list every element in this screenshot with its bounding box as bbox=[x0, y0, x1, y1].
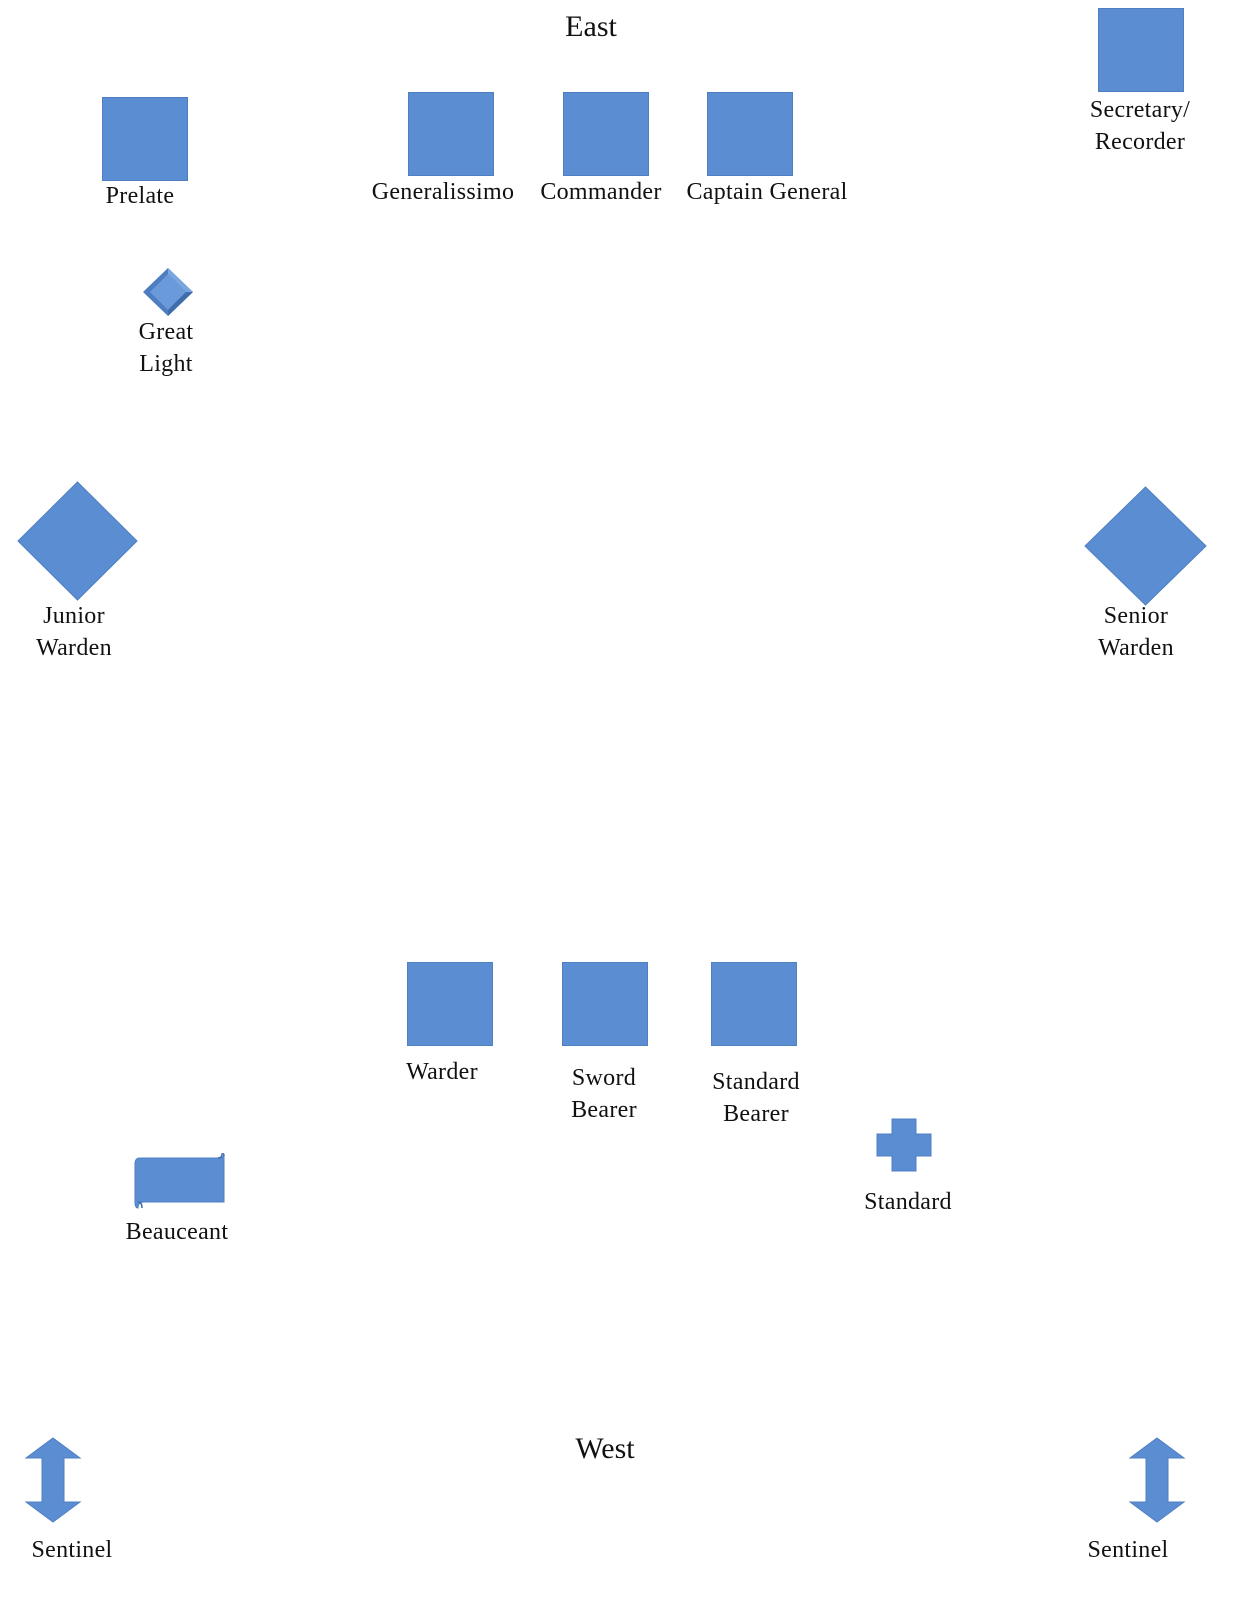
standard-bearer-label: Standard Bearer bbox=[712, 1069, 800, 1127]
east-label: East bbox=[565, 10, 617, 43]
commander-label: Commander bbox=[540, 179, 662, 205]
beauceant-label: Beauceant bbox=[125, 1219, 229, 1245]
prelate-station-icon bbox=[102, 97, 188, 181]
sentinel-right-label: Sentinel bbox=[1087, 1537, 1169, 1563]
warder-label: Warder bbox=[406, 1059, 478, 1085]
standard-cross-icon bbox=[876, 1118, 932, 1172]
sword-bearer-label: Sword Bearer bbox=[571, 1065, 637, 1123]
senior-warden-diamond-icon bbox=[1084, 486, 1207, 606]
generalissimo-label: Generalissimo bbox=[371, 179, 515, 205]
captain-general-station-icon bbox=[707, 92, 793, 176]
senior-warden-label: Senior Warden bbox=[1098, 603, 1174, 661]
commander-station-icon bbox=[563, 92, 649, 176]
standard-label: Standard bbox=[864, 1189, 952, 1215]
standard-bearer-station-icon bbox=[711, 962, 797, 1046]
generalissimo-station-icon bbox=[408, 92, 494, 176]
sentinel-left-up-down-arrow-icon bbox=[24, 1437, 82, 1523]
sentinel-left-label: Sentinel bbox=[31, 1537, 113, 1563]
prelate-label: Prelate bbox=[105, 183, 175, 209]
great-light-label: Great Light bbox=[138, 319, 194, 377]
west-label: West bbox=[575, 1432, 635, 1465]
junior-warden-diamond-icon bbox=[17, 481, 138, 601]
captain-general-label: Captain General bbox=[686, 179, 848, 205]
secretary-recorder-label: Secretary/ Recorder bbox=[1089, 97, 1191, 155]
great-light-bevel-diamond-icon bbox=[143, 268, 193, 316]
junior-warden-label: Junior Warden bbox=[36, 603, 112, 661]
warder-station-icon bbox=[407, 962, 493, 1046]
sentinel-right-up-down-arrow-icon bbox=[1128, 1437, 1186, 1523]
secretary-recorder-station-icon bbox=[1098, 8, 1184, 92]
sword-bearer-station-icon bbox=[562, 962, 648, 1046]
beauceant-scroll-banner-icon bbox=[134, 1153, 225, 1209]
